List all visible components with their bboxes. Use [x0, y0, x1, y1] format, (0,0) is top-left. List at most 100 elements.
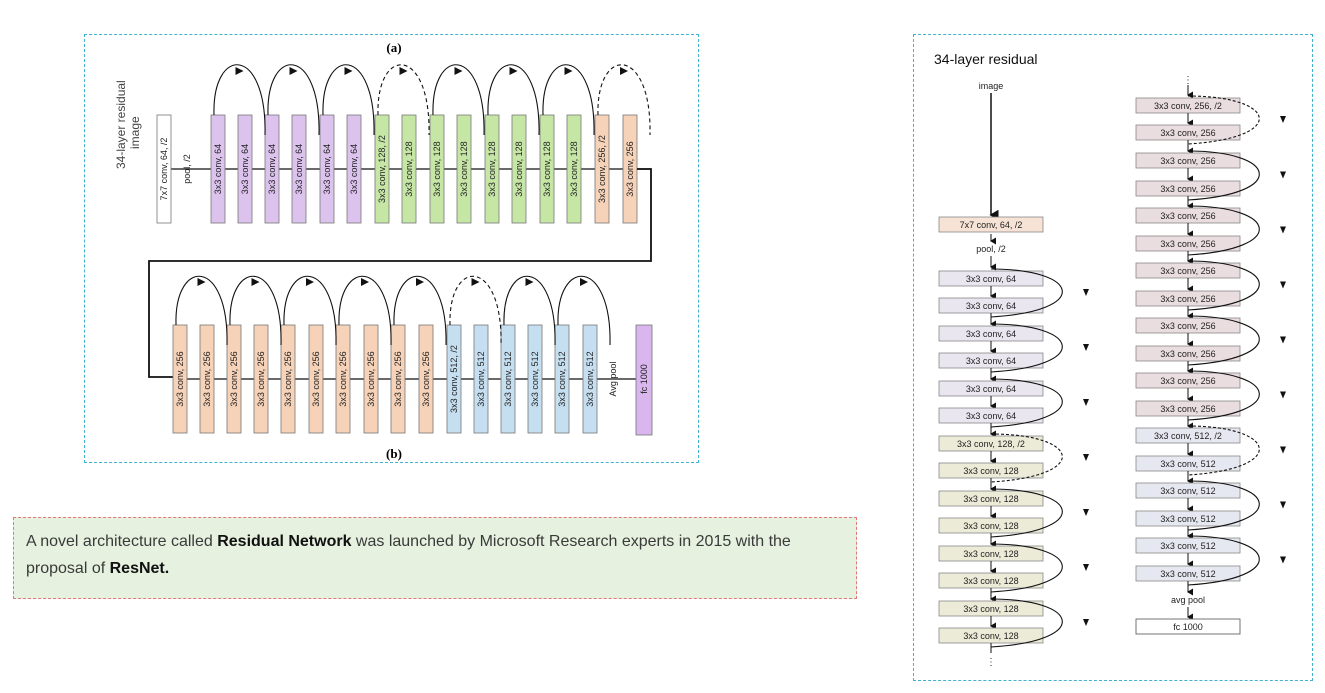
col2-layer-label: 3x3 conv, 256: [1160, 184, 1215, 194]
col2-layer-label: 3x3 conv, 256: [1160, 239, 1215, 249]
col2-layer-label: 3x3 conv, 256: [1160, 321, 1215, 331]
row1-skip-arrowhead: [620, 67, 628, 75]
row-connector: [148, 168, 652, 378]
label-a: (a): [386, 40, 401, 55]
row2-layer-label: 3x3 conv, 512: [476, 351, 486, 406]
row2-layer-box: [527, 324, 543, 434]
row2-layer-box: [582, 324, 598, 434]
col1-skip-connection: [990, 323, 1063, 373]
row1-skip-arrowhead: [235, 67, 244, 75]
col2-layer-label: 3x3 conv, 256: [1160, 294, 1215, 304]
col2-skip-arrowhead: [1280, 501, 1286, 509]
col1-layer-label: 3x3 conv, 128: [963, 466, 1018, 476]
row2-skip-arrowhead: [197, 278, 206, 286]
row2-layer-box: [500, 324, 516, 434]
row1-layer-box: [484, 114, 500, 224]
col1-skip-connection: [990, 378, 1063, 428]
col2-avg-pool-label: avg pool: [1171, 595, 1205, 605]
row2-skip-arrowhead: [306, 278, 314, 286]
row1-skip-connection: [267, 64, 320, 136]
col2-skip-connection: [1187, 425, 1260, 476]
col2-skip-connection: [1187, 205, 1260, 256]
row2-skip-arrowhead: [471, 278, 480, 286]
row1-layer-label: 3x3 conv, 128: [432, 141, 442, 196]
row2-layer-box: [280, 324, 296, 434]
row2-layer-box: [554, 324, 570, 434]
row2-layer-box: [418, 324, 434, 434]
col2-layer-label: 3x3 conv, 512: [1160, 541, 1215, 551]
col1-skip-arrowhead: [1083, 619, 1089, 626]
row2-skip-arrowhead: [251, 278, 260, 286]
col2-skip-arrowhead: [1280, 281, 1286, 289]
row2-skip-connection: [557, 275, 611, 346]
col1-layer-box: [938, 216, 1044, 233]
row1-layer-box: [156, 114, 172, 224]
col2-skip-arrowhead: [1280, 391, 1286, 399]
row1-layer-label: 3x3 conv, 128: [569, 141, 579, 196]
row2-layer-box: [172, 324, 188, 434]
row1-layer-box: [401, 114, 417, 224]
label-b: (b): [386, 446, 402, 461]
row2-skip-arrowhead: [361, 278, 369, 286]
row1-skip-arrowhead: [454, 67, 463, 75]
row2-layer-label: 3x3 conv, 512: [530, 351, 540, 406]
row2-layer-label: 3x3 conv, 256: [366, 351, 376, 406]
col1-pool-label: pool, /2: [976, 244, 1006, 254]
col1-layer-label: 3x3 conv, 128: [963, 631, 1018, 641]
row2-layer-box: [226, 324, 242, 434]
row1-skip-connection: [213, 64, 266, 136]
col2-skip-connection: [1187, 150, 1260, 201]
row2-layer-box: [308, 324, 324, 434]
row1-layer-box: [594, 114, 610, 224]
col2-layer-label: 3x3 conv, 256, /2: [1154, 101, 1222, 111]
col2-skip-connection: [1187, 535, 1260, 586]
col2-layer-label: 3x3 conv, 512, /2: [1154, 431, 1222, 441]
col2-skip-arrowhead: [1280, 446, 1286, 454]
right-title: 34-layer residual: [934, 51, 1038, 67]
row1-skip-arrowhead: [564, 67, 573, 75]
row2-skip-connection: [229, 275, 282, 346]
callout-text-1: A novel architecture called: [26, 533, 218, 550]
row-2-layers: 3x3 conv, 256 3x3 conv, 256 3x3 conv, 256 3…: [172, 275, 653, 436]
row2-layer-label: 3x3 conv, 256: [175, 351, 185, 406]
row1-layer-box: [539, 114, 555, 224]
row1-layer-label: 3x3 conv, 128, /2: [377, 135, 387, 203]
row2-layer-box: [363, 324, 379, 434]
col2-layer-label: 3x3 conv, 512: [1160, 459, 1215, 469]
side-title-line-1: 34-layer residual: [114, 80, 128, 169]
row2-layer-label: 3x3 conv, 256: [311, 351, 321, 406]
row1-layer-box: [291, 114, 307, 224]
col2-skip-connection: [1187, 315, 1260, 366]
row1-layer-label: 3x3 conv, 256, /2: [597, 135, 607, 203]
side-title-line-2: image: [128, 116, 142, 149]
col1-layer-label: 3x3 conv, 128: [963, 494, 1018, 504]
row1-layer-box: [210, 114, 226, 224]
col2-layer-label: 3x3 conv, 512: [1160, 569, 1215, 579]
row1-layer-box: [374, 114, 390, 224]
col2-layer-label: 3x3 conv, 256: [1160, 376, 1215, 386]
horizontal-resnet-svg: (a) (b) 34-layer residual image 7x7 conv…: [114, 40, 653, 461]
col1-image-label: image: [979, 81, 1004, 91]
row2-layer-label: 3x3 conv, 256: [393, 351, 403, 406]
row1-layer-label: 3x3 conv, 128: [514, 141, 524, 196]
col1-skip-arrowhead: [1083, 344, 1089, 351]
col1-layer-label: 3x3 conv, 128: [963, 576, 1018, 586]
col2-skip-connection: [1187, 260, 1260, 311]
row1-layer-label: 3x3 conv, 64: [267, 144, 277, 194]
col2-layer-label: 3x3 conv, 256: [1160, 128, 1215, 138]
row1-layer-box: [237, 114, 253, 224]
col1-skip-connection: [990, 598, 1063, 648]
row2-layer-box: [473, 324, 489, 434]
row2-layer-box: [635, 324, 653, 436]
row2-skip-connection: [283, 275, 337, 346]
row1-skip-connection: [542, 64, 595, 136]
row1-layer-box: [566, 114, 582, 224]
row1-label-pool: pool, /2: [182, 154, 192, 184]
row2-layer-label: 3x3 conv, 256: [229, 351, 239, 406]
col2-skip-arrowhead: [1280, 171, 1286, 179]
col2-fc-box: [1135, 618, 1241, 635]
row2-layer-box: [335, 324, 351, 434]
col1-skip-arrowhead: [1083, 454, 1089, 461]
